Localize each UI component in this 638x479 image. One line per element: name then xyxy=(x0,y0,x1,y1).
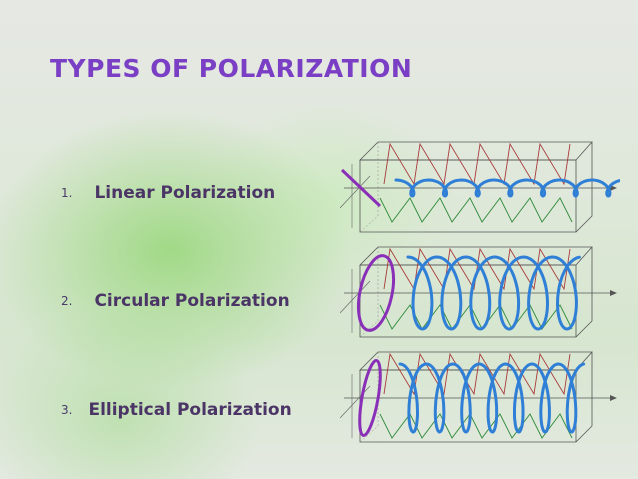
axis-arrow-icon xyxy=(610,395,617,401)
box-hidden-edge xyxy=(359,247,379,338)
list-item-circular: 2. Circular Polarization xyxy=(61,290,290,311)
elliptical-wave xyxy=(398,362,586,434)
e-field-trace xyxy=(383,142,571,186)
box-hidden-edge xyxy=(359,352,379,443)
circular-wave xyxy=(406,255,581,331)
elliptical-polarization-diagram xyxy=(340,351,617,443)
item-number: 3. xyxy=(61,402,73,417)
polarization-plane-line xyxy=(340,168,382,208)
slide-title: TYPES OF POLARIZATION xyxy=(50,54,413,83)
item-label: Linear Polarization xyxy=(94,182,276,203)
axis-arrow-icon xyxy=(610,290,617,296)
circular-polarization-diagram xyxy=(340,246,617,338)
list-item-elliptical: 3. Elliptical Polarization xyxy=(61,399,292,420)
diagonal-axis xyxy=(340,175,371,209)
item-label: Elliptical Polarization xyxy=(88,399,292,420)
e-field-trace xyxy=(383,247,571,291)
diagonal-axis xyxy=(340,280,371,314)
diagonal-axis xyxy=(340,385,371,419)
item-number: 2. xyxy=(61,293,73,308)
linear-polarization-diagram xyxy=(340,141,620,233)
box-top-edge xyxy=(359,141,593,161)
linear-wave xyxy=(394,178,620,198)
item-label: Circular Polarization xyxy=(94,290,290,311)
axis-arrow-icon xyxy=(610,185,617,191)
b-field-trace xyxy=(379,197,573,223)
list-item-linear: 1. Linear Polarization xyxy=(61,182,275,203)
b-field-trace xyxy=(379,413,573,439)
box-hidden-edge xyxy=(359,142,379,233)
polarization-diagrams xyxy=(340,141,620,443)
box-front-edge xyxy=(360,159,577,232)
polarization-ellipse xyxy=(358,359,382,437)
item-number: 1. xyxy=(61,185,73,200)
box-top-edge xyxy=(359,351,593,371)
polarization-circle xyxy=(356,254,396,332)
